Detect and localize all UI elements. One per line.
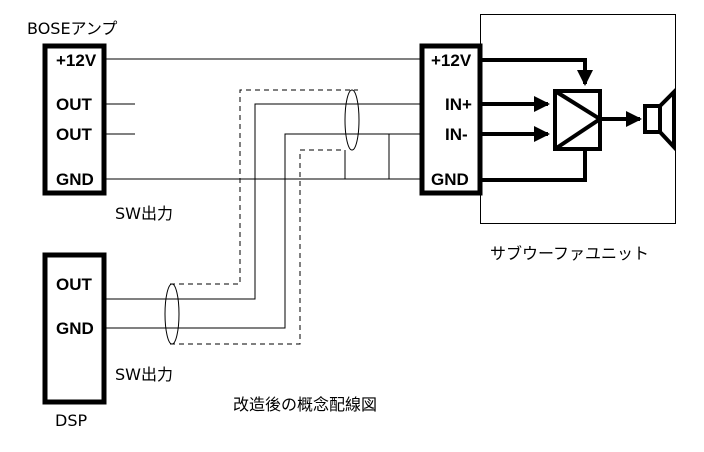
wire-gnd-to-amp: [482, 150, 587, 182]
dsp-pin-out: OUT: [56, 275, 93, 294]
shielded-cable-marker-top: [344, 89, 360, 151]
bose-pin-out1: OUT: [56, 95, 93, 114]
speaker-icon: [643, 87, 676, 153]
dsp-label: DSP: [55, 411, 87, 430]
diagram-title: 改造後の概念配線図: [233, 395, 377, 414]
shield-inner: [170, 149, 345, 345]
sub-pin-in-minus: IN-: [445, 125, 468, 144]
subwoofer-terminal-box: [419, 43, 483, 196]
dsp-output-label: SW出力: [115, 365, 173, 384]
bose-output-label: SW出力: [115, 204, 173, 223]
subwoofer-unit: +12V IN+ IN- GND サブウーファユニット: [419, 14, 676, 263]
bose-pin-12v: +12V: [56, 51, 97, 70]
wire-dsp-gnd-to-in-minus: [106, 133, 420, 329]
wire-dsp-out-to-in-plus: [106, 103, 420, 300]
dsp-box: [42, 252, 107, 405]
bose-pin-out2: OUT: [56, 125, 93, 144]
wires: [106, 58, 420, 345]
sub-pin-in-plus: IN+: [445, 95, 472, 114]
bose-amp-label: BOSEアンプ: [27, 19, 117, 38]
bose-pin-gnd: GND: [56, 170, 94, 189]
subwoofer-unit-label: サブウーファユニット: [490, 244, 649, 263]
amplifier-triangle-icon: [553, 89, 604, 151]
dsp: OUT GND SW出力 DSP: [42, 252, 173, 430]
bose-amp-box: [42, 43, 107, 196]
dsp-pin-gnd: GND: [56, 319, 94, 338]
sub-pin-12v: +12V: [431, 51, 472, 70]
shield-outer: [170, 89, 358, 285]
shielded-cable-marker-bottom: [164, 283, 180, 345]
bose-amp: BOSEアンプ +12V OUT OUT GND SW出力: [27, 19, 173, 223]
wire-12v-to-amp: [482, 58, 593, 86]
sub-pin-gnd: GND: [431, 170, 469, 189]
